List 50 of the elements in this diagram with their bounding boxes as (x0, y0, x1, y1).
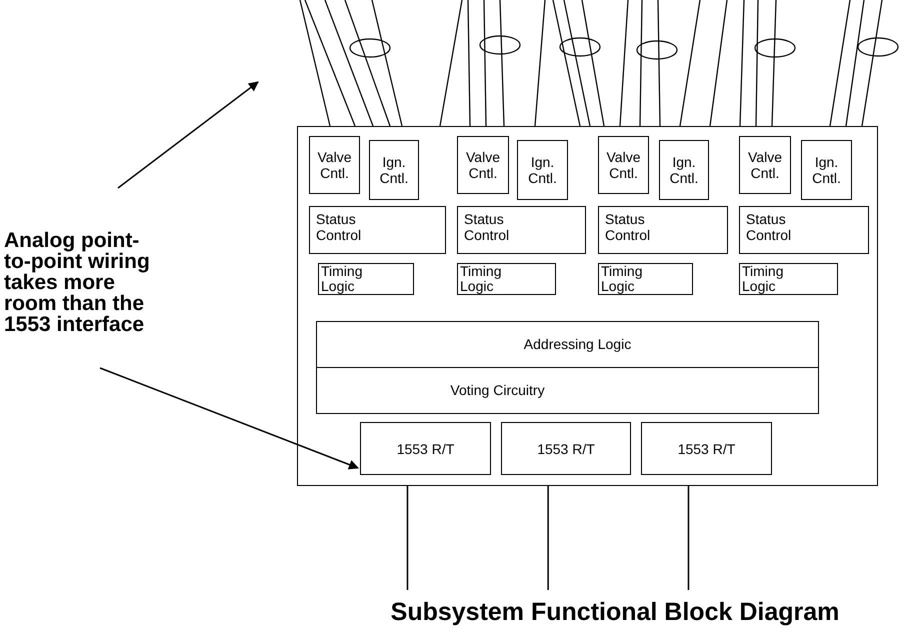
caption: Subsystem Functional Block Diagram (390, 598, 840, 627)
block-label: Timing Logic (460, 264, 502, 294)
block-label: Timing Logic (742, 264, 784, 294)
annotation-text: Analog point-to-point wiring takes more room than the 1553 interface (4, 230, 164, 335)
block-label: Valve Cntl. (606, 149, 642, 181)
function-block (801, 140, 852, 200)
block-label: Voting Circuitry (449, 382, 546, 398)
block-label: Valve Cntl. (465, 149, 501, 181)
block-label: 1553 R/T (396, 440, 456, 456)
function-block (598, 206, 728, 254)
function-block (360, 422, 491, 475)
leader-arrow (118, 81, 259, 189)
function-block (309, 136, 360, 194)
function-block (457, 263, 556, 295)
function-block (316, 367, 819, 414)
function-block (369, 140, 419, 200)
function-block (739, 263, 838, 295)
bus-line (406, 486, 408, 590)
function-block (739, 206, 869, 254)
function-block (318, 263, 414, 295)
block-label: Timing Logic (601, 264, 644, 294)
block-label: Status Control (605, 211, 652, 243)
function-block (659, 140, 709, 200)
block-label: Status Control (746, 211, 792, 243)
function-block (309, 206, 446, 254)
subsystem-box (297, 126, 878, 486)
block-label: Ign. Cntl. (811, 154, 842, 186)
leader-arrow (100, 367, 359, 470)
block-label: 1553 R/T (676, 440, 736, 456)
block-label: Status Control (316, 211, 362, 243)
block-label: Valve Cntl. (316, 149, 352, 181)
block-label: 1553 R/T (536, 440, 596, 456)
function-block (316, 321, 819, 368)
function-block (457, 206, 586, 254)
bus-line (688, 486, 690, 590)
function-block (641, 422, 772, 475)
function-block (501, 422, 631, 475)
bus-line (547, 486, 549, 590)
block-label: Ign. Cntl. (668, 154, 700, 186)
block-label: Valve Cntl. (747, 149, 783, 181)
function-block (598, 263, 693, 295)
block-label: Ign. Cntl. (378, 154, 410, 186)
function-block (457, 136, 509, 194)
block-label: Addressing Logic (522, 336, 632, 352)
function-block (739, 136, 791, 194)
block-label: Timing Logic (321, 264, 364, 294)
block-label: Ign. Cntl. (527, 154, 558, 186)
function-block (517, 140, 568, 200)
block-label: Status Control (464, 211, 510, 243)
function-block (598, 136, 649, 194)
